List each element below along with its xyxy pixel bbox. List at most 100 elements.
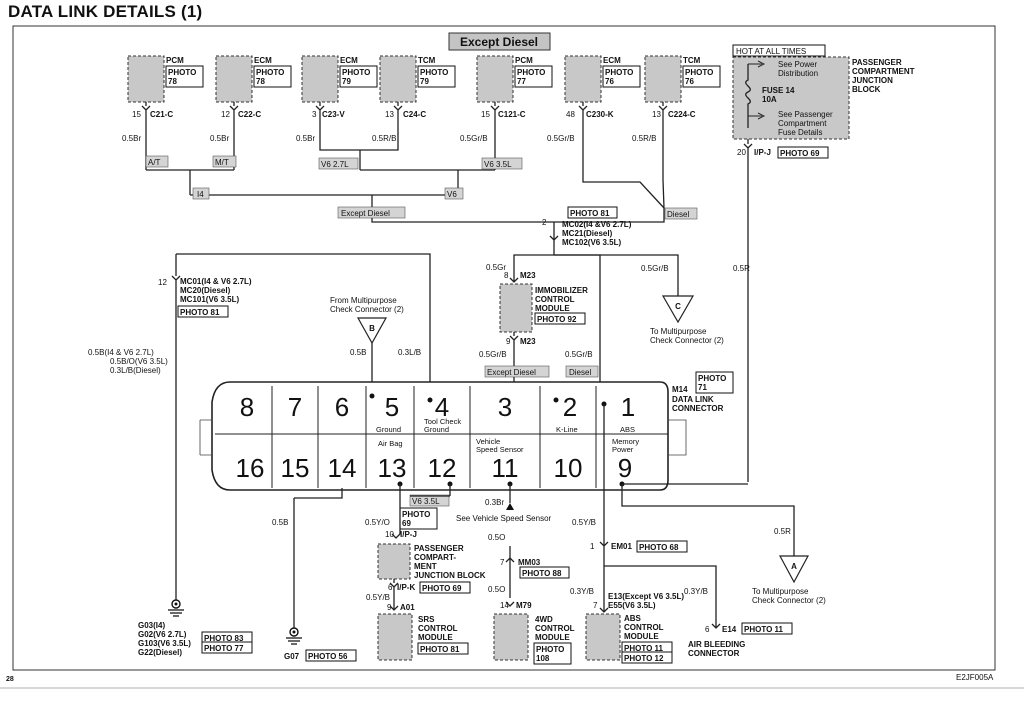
svg-text:MENT: MENT xyxy=(414,562,437,571)
svg-text:0.5Gr/B: 0.5Gr/B xyxy=(479,350,507,359)
svg-text:G02(V6 2.7L): G02(V6 2.7L) xyxy=(138,630,187,639)
svg-text:PHOTO: PHOTO xyxy=(256,68,284,77)
svg-text:PHOTO 68: PHOTO 68 xyxy=(639,543,679,552)
svg-text:PHOTO 81: PHOTO 81 xyxy=(420,645,460,654)
ground-g07 xyxy=(286,627,302,645)
svg-text:See Vehicle Speed Sensor: See Vehicle Speed Sensor xyxy=(456,514,552,523)
svg-text:CONTROL: CONTROL xyxy=(535,295,575,304)
svg-text:76: 76 xyxy=(605,77,614,86)
svg-text:15: 15 xyxy=(132,110,141,119)
svg-text:G07: G07 xyxy=(284,652,300,661)
svg-text:C21-C: C21-C xyxy=(150,110,173,119)
data-link-connector: 8 7 6 5 4 3 2 1 16 15 14 13 12 11 10 9 G… xyxy=(199,371,734,491)
svg-text:C230-K: C230-K xyxy=(586,110,614,119)
svg-text:0.3L/B(Diesel): 0.3L/B(Diesel) xyxy=(110,366,161,375)
svg-text:48: 48 xyxy=(566,110,575,119)
svg-text:B: B xyxy=(369,324,375,333)
svg-text:CONNECTOR: CONNECTOR xyxy=(672,404,724,413)
svg-text:DATA LINK: DATA LINK xyxy=(672,395,714,404)
svg-text:HOT AT ALL TIMES: HOT AT ALL TIMES xyxy=(736,47,806,56)
svg-text:PHOTO 11: PHOTO 11 xyxy=(744,625,784,634)
pin-7: 7 xyxy=(288,392,302,422)
svg-text:MODULE: MODULE xyxy=(624,632,659,641)
svg-text:ECM: ECM xyxy=(603,56,621,65)
svg-text:Power: Power xyxy=(612,445,634,454)
svg-text:69: 69 xyxy=(402,519,411,528)
svg-text:To Multipurpose: To Multipurpose xyxy=(752,587,809,596)
svg-text:Except Diesel: Except Diesel xyxy=(487,368,536,377)
svg-text:V6: V6 xyxy=(447,190,457,199)
svg-text:9: 9 xyxy=(387,603,392,612)
pin-4: 4 xyxy=(435,392,449,422)
svg-text:71: 71 xyxy=(698,383,707,392)
svg-text:79: 79 xyxy=(342,77,351,86)
svg-text:PHOTO: PHOTO xyxy=(698,374,726,383)
svg-text:C: C xyxy=(675,302,681,311)
svg-text:See Power: See Power xyxy=(778,60,817,69)
pin-1: 1 xyxy=(621,392,635,422)
svg-text:0.3Y/B: 0.3Y/B xyxy=(684,587,708,596)
pin-8: 8 xyxy=(240,392,254,422)
svg-text:PCM: PCM xyxy=(515,56,533,65)
svg-text:Except Diesel: Except Diesel xyxy=(341,209,390,218)
svg-text:77: 77 xyxy=(517,77,526,86)
svg-text:0.5Gr/B: 0.5Gr/B xyxy=(547,134,575,143)
svg-text:0.5O: 0.5O xyxy=(488,533,505,542)
svg-text:PHOTO: PHOTO xyxy=(168,68,196,77)
svg-text:79: 79 xyxy=(420,77,429,86)
svg-text:G103(V6 3.5L): G103(V6 3.5L) xyxy=(138,639,191,648)
svg-text:MODULE: MODULE xyxy=(535,304,570,313)
svg-text:0.5B: 0.5B xyxy=(350,348,366,357)
splice-labels: A/T M/T V6 2.7L V6 3.5L I4 V6 Except Die… xyxy=(145,155,698,220)
svg-text:Compartment: Compartment xyxy=(778,119,827,128)
svg-text:PASSENGER: PASSENGER xyxy=(414,544,464,553)
except-diesel-banner: Except Diesel xyxy=(460,35,538,49)
svg-text:PASSENGER: PASSENGER xyxy=(852,58,902,67)
svg-text:MODULE: MODULE xyxy=(535,633,570,642)
svg-text:13: 13 xyxy=(652,110,661,119)
svg-text:JUNCTION: JUNCTION xyxy=(852,76,893,85)
svg-text:G03(I4): G03(I4) xyxy=(138,621,165,630)
svg-text:ECM: ECM xyxy=(254,56,272,65)
svg-text:PHOTO: PHOTO xyxy=(605,68,633,77)
svg-text:M/T: M/T xyxy=(215,158,229,167)
svg-text:9: 9 xyxy=(506,337,511,346)
svg-text:G22(Diesel): G22(Diesel) xyxy=(138,648,182,657)
svg-text:C24-C: C24-C xyxy=(403,110,426,119)
svg-text:78: 78 xyxy=(256,77,265,86)
svg-text:Check Connector (2): Check Connector (2) xyxy=(330,305,404,314)
svg-text:0.5R: 0.5R xyxy=(774,527,791,536)
pin-15: 15 xyxy=(281,453,310,483)
svg-text:CONTROL: CONTROL xyxy=(624,623,664,632)
svg-text:See Passenger: See Passenger xyxy=(778,110,833,119)
pin-3: 3 xyxy=(498,392,512,422)
svg-text:6: 6 xyxy=(388,583,393,592)
svg-text:AIR BLEEDING: AIR BLEEDING xyxy=(688,640,745,649)
svg-text:PHOTO 77: PHOTO 77 xyxy=(204,644,244,653)
svg-text:PHOTO 11: PHOTO 11 xyxy=(624,644,664,653)
svg-text:Air Bag: Air Bag xyxy=(378,439,403,448)
svg-text:PHOTO 81: PHOTO 81 xyxy=(180,308,220,317)
svg-text:PHOTO 92: PHOTO 92 xyxy=(537,315,577,324)
svg-text:MC102(V6 3.5L): MC102(V6 3.5L) xyxy=(562,238,621,247)
pin-10: 10 xyxy=(554,453,583,483)
svg-text:10A: 10A xyxy=(762,95,777,104)
svg-text:2: 2 xyxy=(542,218,547,227)
svg-text:Vehicle: Vehicle xyxy=(476,437,500,446)
svg-text:3: 3 xyxy=(312,110,317,119)
svg-text:SRS: SRS xyxy=(418,615,435,624)
svg-text:MC02(I4 &V6 2.7L): MC02(I4 &V6 2.7L) xyxy=(562,220,632,229)
pin-14: 14 xyxy=(328,453,357,483)
svg-text:Check Connector (2): Check Connector (2) xyxy=(752,596,826,605)
svg-text:0.5R/B: 0.5R/B xyxy=(372,134,396,143)
svg-text:4WD: 4WD xyxy=(535,615,553,624)
svg-text:0.5O: 0.5O xyxy=(488,585,505,594)
top-module-5: PCM PHOTO 77 15 C121-C 0.5Gr/B xyxy=(460,55,553,143)
pin-11: 11 xyxy=(492,453,519,483)
svg-text:E55(V6 3.5L): E55(V6 3.5L) xyxy=(608,601,656,610)
svg-text:MC21(Diesel): MC21(Diesel) xyxy=(562,229,613,238)
svg-text:8: 8 xyxy=(504,271,509,280)
svg-text:V6 3.5L: V6 3.5L xyxy=(412,497,440,506)
check-connector-c: 0.5Gr/B C To Multipurpose Check Connecto… xyxy=(641,264,724,345)
